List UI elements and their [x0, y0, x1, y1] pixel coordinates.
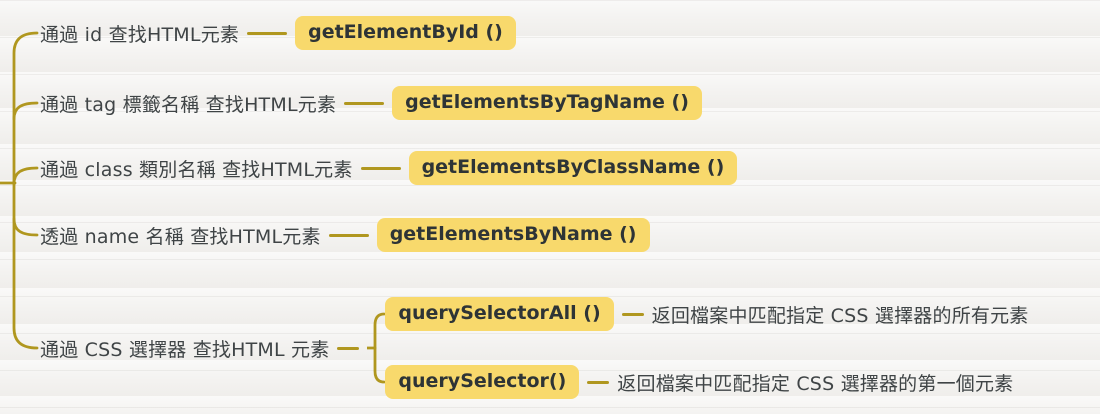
connector-line [587, 380, 610, 384]
branch-curve-2 [12, 101, 39, 121]
branch-row-tag: 通過 tag 標籤名稱 查找HTML元素 getElementsByTagNam… [40, 86, 702, 120]
branch-label-id[interactable]: 通過 id 查找HTML元素 [40, 23, 240, 46]
branch-row-class: 通過 class 類別名稱 查找HTML元素 getElementsByClas… [40, 151, 738, 185]
branch-curve-4 [12, 217, 39, 237]
branch-label-class[interactable]: 通過 class 類別名稱 查找HTML元素 [40, 158, 353, 181]
topic-queryselector[interactable]: querySelector() [385, 365, 580, 399]
topic-getelementsbyclassname[interactable]: getElementsByClassName () [408, 151, 738, 185]
connector-line [621, 312, 644, 316]
branch-row-id: 通過 id 查找HTML元素 getElementById () [40, 16, 516, 50]
topic-getelementsbyname[interactable]: getElementsByName () [376, 218, 650, 252]
connector-line [360, 166, 401, 170]
sub-branch-bracket [367, 312, 386, 384]
connector-line [247, 31, 288, 35]
css-children-column: querySelectorAll () 返回檔案中匹配指定 CSS 選擇器的所有… [385, 297, 1028, 399]
topic-getelementbyid[interactable]: getElementById () [295, 16, 516, 50]
desc-queryselector[interactable]: 返回檔案中匹配指定 CSS 選擇器的第一個元素 [617, 372, 1014, 395]
main-spine-line [12, 31, 39, 350]
topic-getelementsbytagname[interactable]: getElementsByTagName () [392, 86, 702, 120]
connector-line [328, 233, 369, 237]
connector-line [344, 101, 385, 105]
branch-row-name: 透過 name 名稱 查找HTML元素 getElementsByName () [40, 218, 650, 252]
branch-row-css: 通過 CSS 選擇器 查找HTML 元素 querySelectorAll ()… [40, 296, 1029, 400]
branch-label-name[interactable]: 透過 name 名稱 查找HTML元素 [40, 225, 321, 248]
topic-queryselectorall[interactable]: querySelectorAll () [385, 297, 614, 331]
branch-label-css[interactable]: 通過 CSS 選擇器 查找HTML 元素 [40, 338, 330, 361]
subrow-queryselector: querySelector() 返回檔案中匹配指定 CSS 選擇器的第一個元素 [385, 365, 1028, 399]
desc-queryselectorall[interactable]: 返回檔案中匹配指定 CSS 選擇器的所有元素 [651, 304, 1029, 327]
branch-curve-3 [12, 166, 39, 186]
subrow-queryselectorall: querySelectorAll () 返回檔案中匹配指定 CSS 選擇器的所有… [385, 297, 1028, 331]
branch-label-tag[interactable]: 通過 tag 標籤名稱 查找HTML元素 [40, 93, 337, 116]
connector-line [337, 346, 360, 350]
